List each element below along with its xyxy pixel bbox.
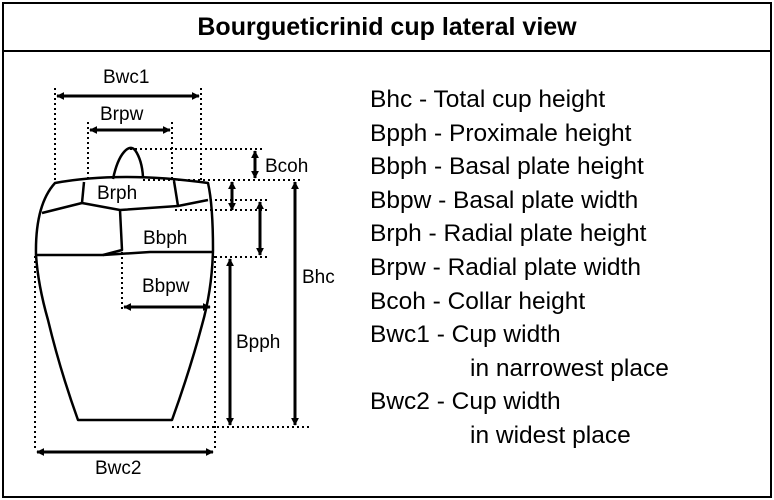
label-bwc2: Bwc2 [95,458,141,479]
dimension-labels: Bwc1 Brpw Bcoh Brph Bbph Bhc Bbpw Bpph B… [95,67,335,479]
legend-item-bwc2-continued: in widest place [470,421,631,449]
cup-outline [34,146,215,422]
label-bwc1: Bwc1 [103,67,149,88]
basal-plate-suture [102,209,124,257]
legend-item-bcoh: Bcoh - Collar height [370,287,586,315]
legend-item-bbpw: Bbpw - Basal plate width [370,186,639,214]
legend-item-bwc2: Bwc2 - Cup width [370,388,561,416]
legend: Bhc - Total cup height Bpph - Proximale … [370,83,669,453]
radial-plate-left-suture [80,181,86,204]
label-bhc: Bhc [302,267,335,288]
legend-item-brph: Brph - Radial plate height [370,220,647,248]
label-bbph: Bbph [143,228,187,249]
radial-plate-right-suture [172,180,180,207]
collar [111,146,145,180]
label-brph: Brph [97,183,137,204]
basal-lower-suture [36,250,213,257]
label-bcoh: Bcoh [265,156,308,177]
label-bpph: Bpph [236,332,280,353]
label-bbpw: Bbpw [142,276,190,297]
guide-lines [34,88,310,450]
legend-item-bbph: Bbph - Basal plate height [370,153,644,181]
figure-title: Bourgueticrinid cup lateral view [4,4,770,52]
legend-item-bwc1: Bwc1 - Cup width [370,321,561,349]
legend-item-brpw: Brpw - Radial plate width [370,253,641,281]
cup-body [34,175,215,422]
label-brpw: Brpw [100,104,144,125]
legend-item-bhc: Bhc - Total cup height [370,86,606,113]
legend-item-bwc1-continued: in narrowest place [470,354,669,382]
legend-item-bpph: Bpph - Proximale height [370,119,632,147]
dimension-arrows [36,92,299,456]
